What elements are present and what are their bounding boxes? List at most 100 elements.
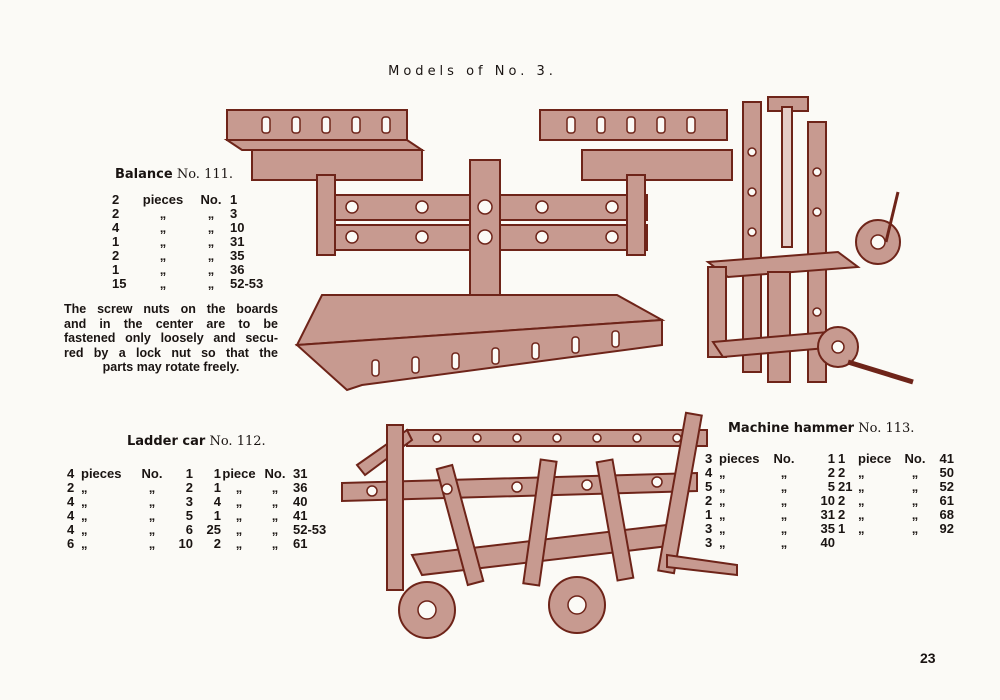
parts-cell: „: [911, 521, 919, 536]
parts-cell: „: [911, 493, 919, 508]
parts-cell: piece: [222, 466, 256, 481]
note-line: red by a lock nut so that the: [64, 345, 278, 360]
parts-cell: 2: [838, 507, 846, 522]
parts-cell: 1: [838, 451, 846, 466]
parts-cell: 3: [705, 535, 713, 550]
parts-cell: 1: [213, 480, 221, 495]
parts-cell: „: [780, 535, 788, 550]
parts-cell: 31: [230, 234, 245, 249]
parts-cell: 31: [293, 466, 308, 481]
ladder-car-heading: Ladder car No. 112.: [127, 434, 266, 449]
parts-cell: 2: [838, 493, 846, 508]
parts-cell: „: [159, 262, 167, 277]
parts-cell: No.: [773, 451, 795, 466]
parts-cell: 68: [939, 507, 954, 522]
parts-row: 2„„50: [838, 466, 954, 480]
parts-cell: No.: [904, 451, 926, 466]
parts-cell: 4: [67, 522, 75, 537]
parts-cell: „: [81, 480, 88, 495]
parts-cell: 5: [185, 508, 193, 523]
parts-row: 1„„31: [112, 235, 285, 249]
parts-row: 2„„3: [112, 207, 285, 221]
parts-row: 4„„2: [705, 466, 835, 480]
page-title: Models of No. 3.: [388, 64, 557, 79]
parts-cell: pieces: [142, 192, 184, 207]
parts-cell: 4: [67, 508, 75, 523]
parts-cell: „: [235, 480, 243, 495]
parts-row: 15„„52-53: [112, 277, 285, 291]
parts-cell: „: [858, 479, 865, 494]
machine-hammer-number: No. 113.: [858, 421, 915, 436]
parts-cell: 4: [112, 220, 120, 235]
parts-cell: 2: [185, 480, 193, 495]
page-number: 23: [920, 650, 936, 666]
parts-cell: „: [159, 234, 167, 249]
parts-row: 21„„52: [838, 480, 954, 494]
machine-hammer-model-illustration: [705, 96, 914, 385]
parts-cell: 61: [293, 536, 308, 551]
parts-cell: pieces: [81, 466, 122, 481]
parts-cell: „: [719, 535, 726, 550]
parts-cell: 36: [230, 262, 245, 277]
parts-cell: „: [911, 465, 919, 480]
parts-cell: 3: [705, 451, 713, 466]
parts-cell: 1: [838, 521, 846, 536]
parts-cell: 15: [112, 276, 127, 291]
parts-cell: „: [148, 536, 156, 551]
balance-model-illustration: [223, 109, 733, 392]
parts-cell: 5: [705, 479, 713, 494]
parts-cell: „: [719, 479, 726, 494]
parts-cell: 4: [67, 466, 75, 481]
parts-cell: „: [271, 508, 279, 523]
parts-cell: 3: [230, 206, 238, 221]
parts-cell: „: [780, 507, 788, 522]
parts-cell: 35: [230, 248, 245, 263]
ladder-car-number: No. 112.: [209, 434, 266, 449]
note-line: The screw nuts on the boards: [64, 302, 278, 316]
parts-cell: 1: [230, 192, 238, 207]
parts-cell: „: [271, 494, 279, 509]
parts-cell: 41: [939, 451, 954, 466]
parts-cell: 4: [213, 494, 221, 509]
parts-cell: 2: [705, 493, 713, 508]
note-line: parts may rotate freely.: [102, 360, 240, 375]
parts-cell: „: [271, 522, 279, 537]
parts-cell: „: [159, 276, 167, 291]
parts-cell: „: [148, 480, 156, 495]
parts-row: 3„„35: [705, 522, 835, 536]
parts-cell: „: [858, 465, 865, 480]
machine-hammer-heading: Machine hammer No. 113.: [728, 421, 914, 436]
parts-cell: „: [207, 220, 215, 235]
ladder-car-name: Ladder car: [127, 434, 206, 449]
balance-note: The screw nuts on the boards and in the …: [64, 302, 278, 375]
parts-row: 4„„10: [112, 221, 285, 235]
parts-cell: „: [159, 248, 167, 263]
parts-cell: 1: [213, 508, 221, 523]
parts-cell: „: [780, 465, 788, 480]
parts-cell: No.: [200, 192, 222, 207]
parts-cell: 10: [178, 536, 193, 551]
parts-row: 2„„61: [838, 494, 954, 508]
parts-cell: 2: [112, 248, 120, 263]
parts-cell: 3: [705, 521, 713, 536]
parts-cell: 31: [820, 507, 835, 522]
parts-cell: 1: [112, 234, 120, 249]
parts-row: 5„„5: [705, 480, 835, 494]
parts-cell: 1: [827, 451, 835, 466]
parts-cell: 3: [185, 494, 193, 509]
parts-cell: No.: [264, 466, 286, 481]
parts-cell: „: [235, 494, 243, 509]
parts-cell: 4: [67, 494, 75, 509]
parts-row: 2„„10: [705, 494, 835, 508]
parts-cell: „: [911, 479, 919, 494]
parts-row: 2„„35: [112, 249, 285, 263]
parts-cell: 1: [213, 466, 221, 481]
